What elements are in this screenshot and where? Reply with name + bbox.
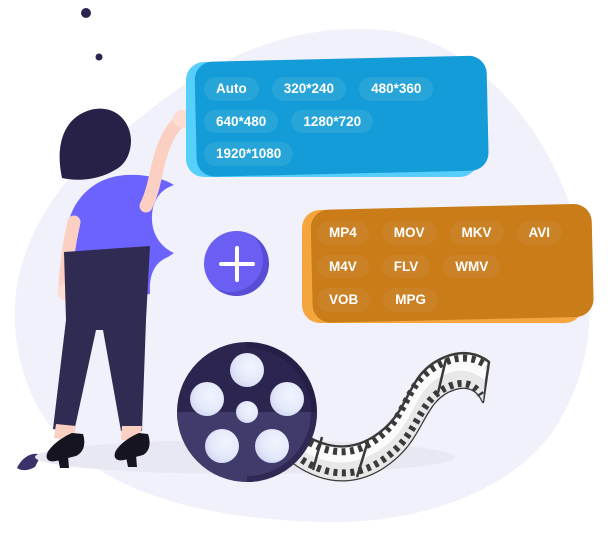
pill-row: MP4 MOV MKV AVI (317, 221, 568, 245)
format-pill[interactable]: AVI (516, 221, 563, 245)
person-shoe (46, 433, 85, 468)
pill-row: 1920*1080 (204, 142, 460, 166)
person-shoe (114, 433, 150, 467)
film-strip-frame-divider (355, 440, 370, 478)
add-video-button[interactable] (204, 231, 269, 296)
resolution-pill[interactable]: 640*480 (204, 109, 279, 134)
film-strip-perforations (300, 354, 490, 456)
format-options-panel: MP4 MOV MKV AVI M4V FLV WMV VOB MPG (302, 210, 583, 323)
format-pill[interactable]: MPG (383, 288, 439, 312)
film-reel-hole (190, 382, 224, 416)
decorative-swoosh (17, 453, 41, 471)
film-strip (290, 351, 491, 482)
format-pill[interactable]: MP4 (317, 221, 369, 245)
format-pill[interactable]: FLV (381, 254, 431, 279)
resolution-pill[interactable]: 1920*1080 (204, 142, 294, 166)
film-reel-hole (255, 429, 289, 463)
resolution-pill[interactable]: 480*360 (359, 77, 434, 101)
film-reel-hole (205, 429, 239, 463)
person-hair (59, 108, 131, 180)
decorative-dot (95, 53, 103, 61)
film-reel-hole (270, 382, 304, 416)
format-pill[interactable]: MOV (381, 221, 437, 245)
pill-row: M4V FLV WMV (317, 254, 568, 279)
person-illustration (46, 108, 191, 468)
person-raised-arm (139, 114, 187, 213)
pill-row: VOB MPG (317, 288, 568, 312)
film-strip-frame-divider (311, 436, 324, 471)
format-pill[interactable]: VOB (317, 288, 371, 312)
pill-row: Auto 320*240 480*360 (204, 77, 460, 101)
film-reel-rim (246, 342, 317, 482)
resolution-pill[interactable]: 320*240 (271, 77, 347, 101)
film-strip-frame-divider (436, 358, 448, 394)
film-reel (177, 342, 317, 482)
plus-icon (218, 245, 255, 282)
film-reel-lower-half (177, 412, 317, 482)
pill-row: 640*480 1280*720 (204, 109, 460, 134)
format-pill[interactable]: MKV (449, 221, 504, 245)
film-strip-shading (292, 370, 485, 481)
resolution-pill[interactable]: 1280*720 (291, 109, 374, 134)
person-pants (53, 246, 150, 432)
film-reel-hole (230, 353, 264, 387)
format-pill[interactable]: M4V (317, 254, 369, 279)
format-pill[interactable]: WMV (443, 254, 501, 279)
decorative-dot (81, 8, 91, 18)
resolution-options-panel: Auto 320*240 480*360 640*480 1280*720 1920*10… (186, 62, 478, 177)
resolution-pill[interactable]: Auto (204, 77, 259, 101)
film-reel-hub (236, 401, 258, 423)
